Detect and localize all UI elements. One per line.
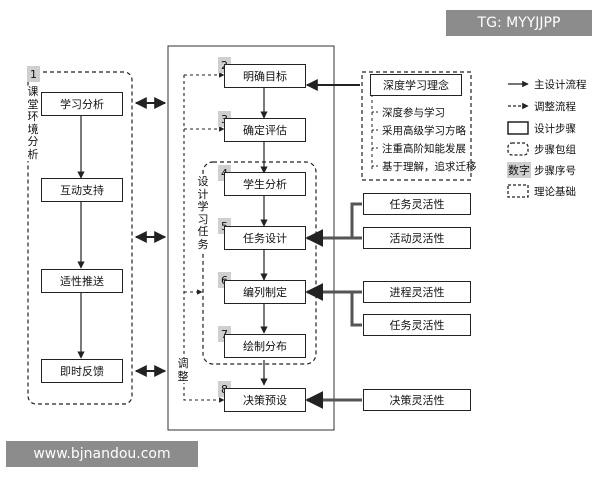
step-determine-assessment: 确定评估	[224, 118, 306, 142]
left-step-instant-feedback: 即时反馈	[41, 359, 123, 383]
concept-item: 基于理解，追求迁移	[382, 161, 477, 173]
left-step-learning-analysis: 学习分析	[41, 92, 123, 116]
step-decision-preset: 决策预设	[224, 388, 306, 412]
flex-progress: 进程灵活性	[363, 281, 471, 303]
step-clarify-goals: 明确目标	[224, 64, 306, 88]
subgroup-label: 设计学习任务	[197, 175, 209, 251]
left-group-outline	[27, 71, 133, 405]
left-step-adaptive-push: 适性推送	[41, 269, 123, 293]
concept-item: 深度参与学习	[382, 107, 445, 119]
concept-item: 注重高阶知能发展	[382, 143, 466, 155]
legend-number-tag-icon: 数字	[507, 162, 531, 178]
flex-activity: 活动灵活性	[363, 227, 471, 249]
legend-dashed-rounded-box-icon	[507, 142, 529, 156]
concept-title: 深度学习理念	[370, 74, 462, 96]
legend-label-step-number: 步骤序号	[534, 165, 576, 177]
adjust-label: 调整	[177, 357, 189, 383]
legend-label-theory-basis: 理论基础	[534, 186, 576, 198]
legend-dashed-box-icon	[507, 184, 529, 198]
step-draw-distribution: 绘制分布	[224, 334, 306, 358]
watermark-bottom: www.bjnandou.com	[6, 441, 198, 467]
left-step-interaction-support: 互动支持	[41, 178, 123, 202]
step-number-1: 1	[27, 66, 40, 82]
flex-task-2: 任务灵活性	[363, 314, 471, 336]
left-group-label: 课堂环境分析	[27, 85, 39, 161]
subgroup-outline	[202, 161, 317, 365]
flex-decision: 决策灵活性	[363, 389, 471, 411]
step-task-design: 任务设计	[224, 226, 306, 250]
watermark-top: TG: MYYJJPP	[446, 10, 592, 36]
flex-task-1: 任务灵活性	[363, 193, 471, 215]
concept-outline	[361, 71, 472, 181]
legend-solid-box-icon	[507, 121, 529, 135]
legend-label-step-group: 步骤包组	[534, 144, 576, 156]
legend-label-adjust-flow: 调整流程	[534, 101, 576, 113]
step-schedule-planning: 编列制定	[224, 280, 306, 304]
concept-item: 采用高级学习方略	[382, 125, 466, 137]
legend-label-main-flow: 主设计流程	[534, 79, 587, 91]
legend-label-design-step: 设计步骤	[534, 123, 576, 135]
step-student-analysis: 学生分析	[224, 172, 306, 196]
